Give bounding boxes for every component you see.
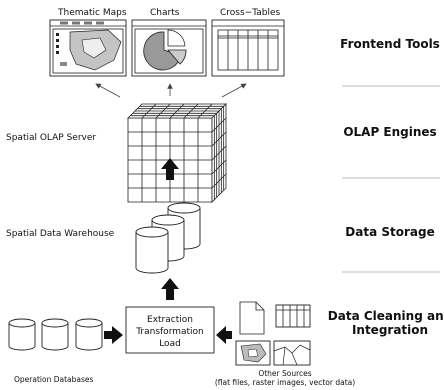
pie-chart-window-icon [131,19,207,77]
arrow-warehouse-to-olap [161,158,179,180]
arrow-to-thematic-maps [95,83,121,98]
olap-server-label: Spatial OLAP Server [6,133,96,143]
arrow-to-cross-tables [221,83,247,98]
flat-file-icon [239,301,265,335]
thematic-maps-label: Thematic Maps [57,8,127,18]
layer-data-cleaning-line2: Integration [352,323,428,337]
cross-tables-label: Cross−Tables [220,8,280,18]
thematic-map-window-icon [49,19,127,77]
etl-load-label: Load [159,339,181,349]
etl-transformation-label: Transformation [135,327,204,337]
arrow-operation-db-to-etl [104,326,123,344]
layer-data-cleaning-line1: Data Cleaning and [328,309,444,323]
operation-databases-label: Operation Databases [14,375,93,384]
olap-cube-icon [127,103,227,203]
layer-data-storage: Data Storage [345,225,434,239]
data-warehouse-label: Spatial Data Warehouse [6,229,115,239]
other-sources-detail-label: (flat files, raster images, vector data) [215,378,355,387]
cross-table-window-icon [211,19,285,77]
charts-label: Charts [150,8,180,18]
etl-extraction-label: Extraction [147,315,193,325]
arrow-etl-to-warehouse [161,278,179,300]
other-sources-label: Other Sources [258,369,311,378]
raster-image-icon [235,340,271,366]
arrow-other-sources-to-etl [216,326,232,344]
vector-data-icon [273,340,311,366]
layer-olap-engines: OLAP Engines [343,125,436,139]
operation-databases-icon [8,318,103,351]
etl-box [125,306,215,354]
layer-frontend-tools: Frontend Tools [340,37,440,51]
table-file-icon [275,304,311,328]
data-warehouse-cylinders-icon [135,202,201,274]
